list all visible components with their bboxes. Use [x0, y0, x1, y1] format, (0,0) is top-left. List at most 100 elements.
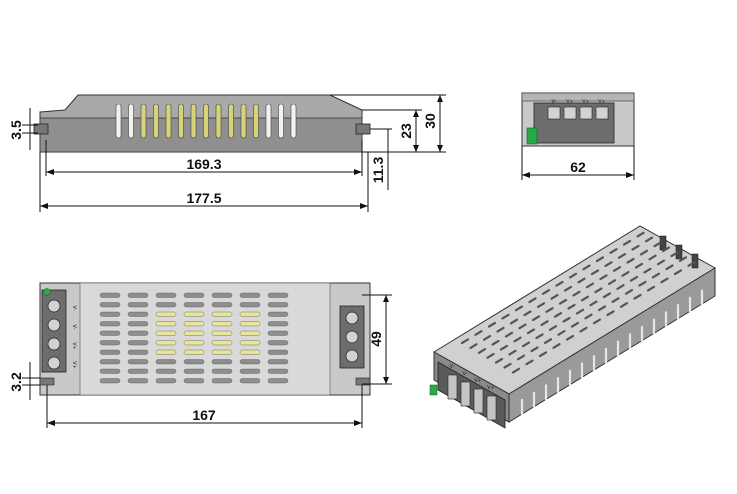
iso-vent-slot [572, 290, 581, 297]
top-vent-slot [211, 321, 233, 327]
top-vent-slot [99, 378, 121, 384]
top-vent-slot [267, 368, 289, 374]
side-vent-slot [290, 103, 297, 139]
top-vent-slot [155, 311, 177, 317]
iso-vent-slot [557, 330, 566, 336]
iso-vent-slot [535, 333, 544, 340]
top-vent-slot [239, 330, 261, 336]
iso-vent-slot [616, 284, 625, 290]
iso-vent-slot [494, 357, 504, 364]
top-vent-slot [99, 340, 121, 346]
iso-term-label-1: V- [450, 364, 455, 370]
right-mount-tab [355, 123, 371, 135]
iso-vent-slot [584, 313, 593, 320]
top-vent-slot [267, 302, 289, 308]
iso-vent-slot [486, 353, 495, 359]
left-mount-tab [33, 123, 49, 135]
top-vent-slot [183, 378, 205, 384]
top-vent-slot [267, 330, 289, 336]
top-vent-slot [239, 292, 261, 298]
top-vent-slot [267, 359, 289, 365]
end-term-label-3: V+ [582, 99, 590, 105]
iso-term-label-4: V+ [487, 385, 495, 391]
iso-vent-slot [599, 274, 608, 281]
iso-vent-slot [553, 312, 563, 318]
dim-23: 23 [398, 123, 414, 139]
input-screws [47, 299, 61, 370]
top-vent-slot [183, 359, 205, 365]
top-vent-slot [267, 311, 289, 317]
iso-vent-slot [503, 362, 512, 369]
top-vent-slot [211, 292, 233, 298]
top-vent-slot [127, 330, 149, 336]
top-vent-slot [99, 292, 121, 298]
iso-vent-slot [585, 282, 595, 289]
iso-vent-slot [477, 348, 487, 354]
top-vent-slot [211, 368, 233, 374]
iso-vent-slot [563, 285, 573, 292]
top-vent-slot [155, 340, 177, 346]
side-vent-slot [215, 103, 222, 139]
iso-vent-slot [604, 261, 613, 267]
iso-vent-slot [646, 285, 656, 292]
iso-vent-slot [665, 264, 674, 271]
iso-vent-slot [550, 294, 559, 300]
iso-vent-slot [521, 341, 531, 348]
iso-vent-slot [538, 351, 548, 358]
iso-vent-slot [661, 246, 671, 253]
side-vent-slot [203, 103, 209, 139]
iso-vent-slot [590, 269, 600, 276]
iso-vent-slot [567, 303, 576, 310]
side-vent-slot [165, 103, 172, 139]
top-vent-slot [155, 302, 177, 308]
iso-vent-slot [611, 297, 620, 303]
iso-vent-slot [621, 271, 630, 277]
iso-vent-slot [541, 289, 551, 295]
top-vent-slot [211, 349, 233, 355]
iso-vent-slot [579, 326, 588, 333]
iso-vent-slot [609, 248, 618, 254]
side-vent-slots [115, 103, 297, 139]
iso-vent-slot [558, 298, 568, 305]
dim-3-2: 3.2 [8, 372, 24, 392]
iso-vent-slots [460, 231, 696, 374]
iso-vent-slot [568, 272, 578, 279]
dim-11-3: 11.3 [370, 157, 386, 184]
iso-vent-slot [509, 318, 519, 325]
top-vent-slot [155, 330, 177, 336]
iso-vent-slot [531, 315, 541, 322]
dim-3-5: 3.5 [8, 120, 24, 140]
iso-vent-slot [570, 321, 580, 328]
iso-vent-slot [678, 256, 688, 262]
iso-vent-slot [501, 313, 510, 320]
iso-vent-slot [499, 344, 509, 351]
top-vent-slot [155, 359, 177, 365]
top-vent-slot [127, 378, 149, 384]
iso-vent-slot [516, 354, 526, 361]
iso-vent-slot [543, 338, 553, 344]
iso-term-label-2: V- [463, 371, 468, 377]
dim-49: 49 [368, 331, 384, 347]
end-screws [547, 106, 609, 120]
iso-term-label-3: V+ [474, 378, 482, 384]
iso-vent-slot [518, 323, 527, 330]
top-vent-slot [127, 321, 149, 327]
iso-vent-slot [580, 295, 590, 302]
iso-vent-slot [508, 349, 517, 356]
top-term-label-4: V+ [71, 361, 77, 369]
iso-vent-slot [653, 241, 662, 248]
end-term-label-2: V+ [566, 99, 574, 105]
top-vent-slot [127, 311, 149, 317]
iso-vent-slot [526, 328, 536, 335]
iso-vent-slot [545, 307, 554, 313]
iso-vent-slot [660, 277, 669, 284]
side-view-base [39, 117, 363, 153]
iso-vent-slot [525, 359, 534, 366]
side-vent-slot [278, 103, 284, 139]
top-vent-slot [239, 359, 261, 365]
iso-vent-slot [514, 305, 524, 312]
top-vent-slot [267, 340, 289, 346]
iso-vent-slot [511, 367, 521, 374]
top-vent-slot [127, 359, 149, 365]
top-term-label-1: V- [71, 306, 77, 311]
